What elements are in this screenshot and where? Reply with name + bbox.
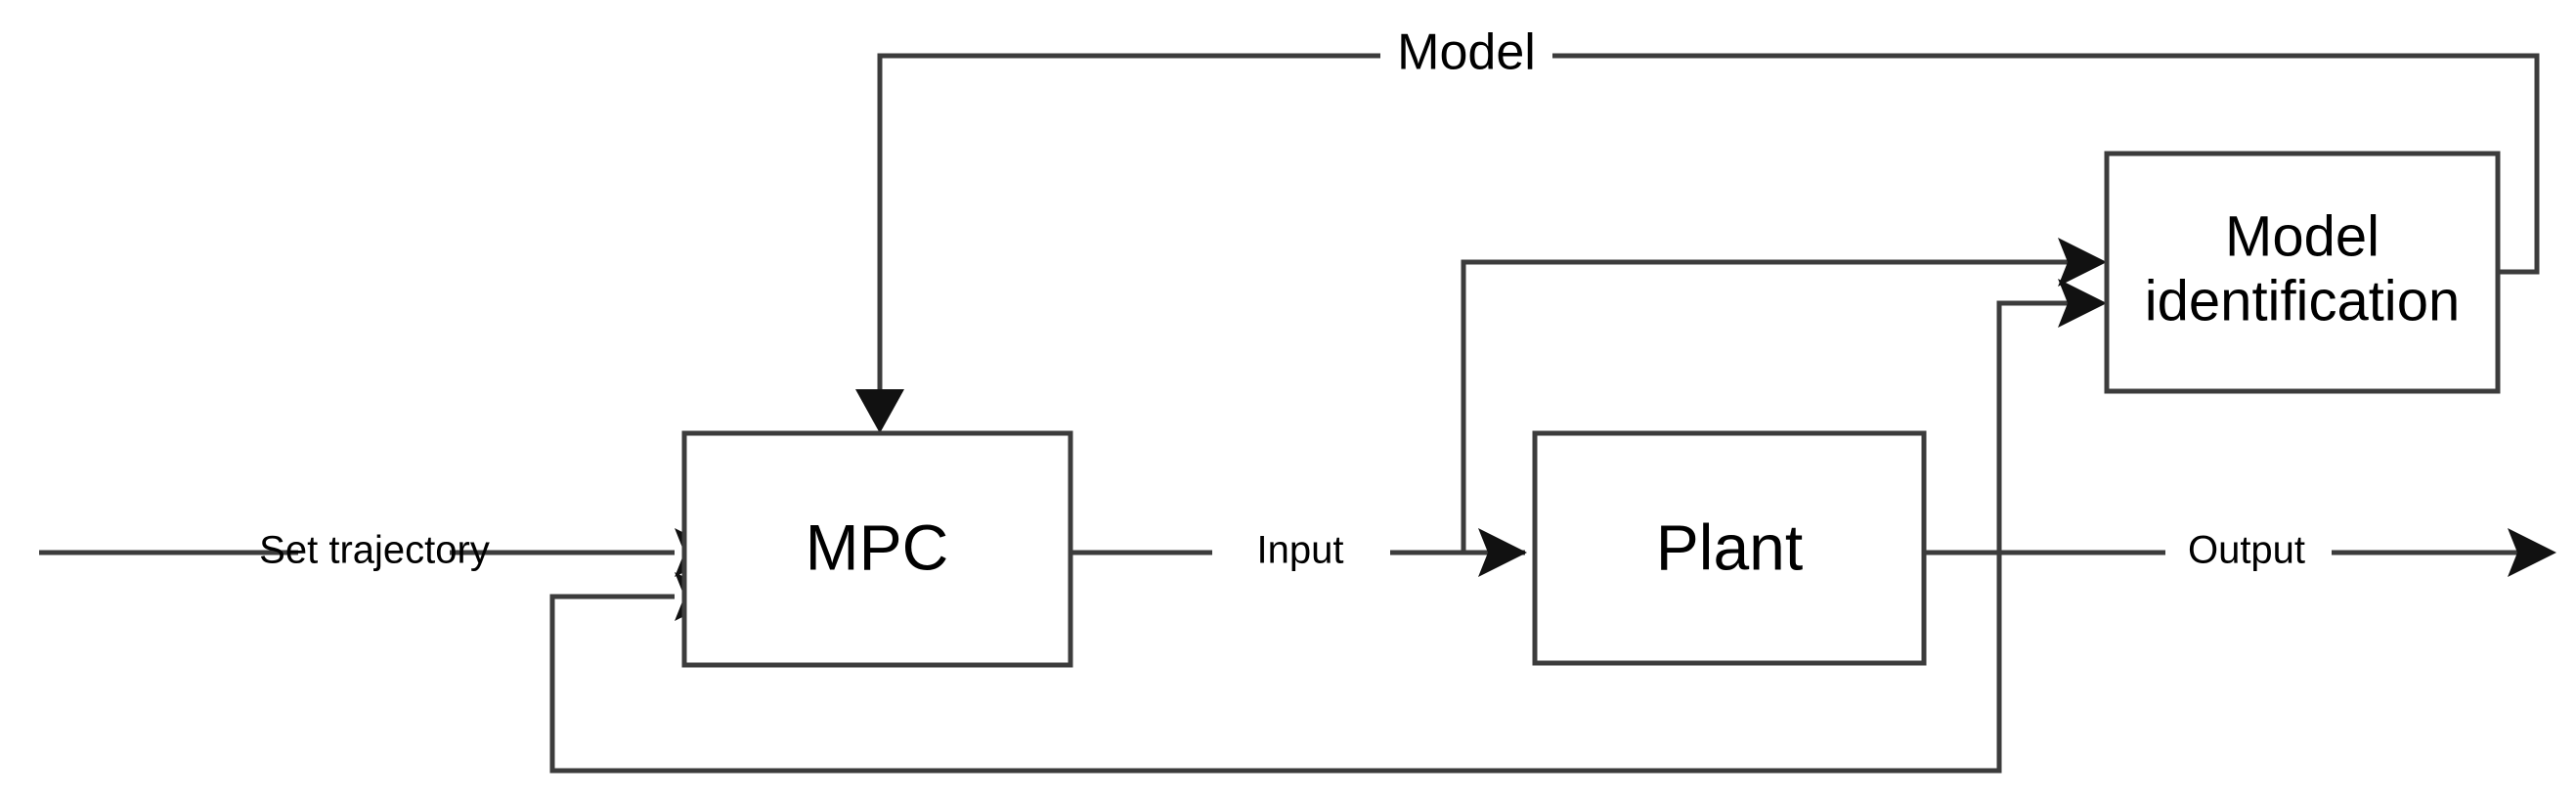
arrowhead-input-into-plant [1478, 528, 1527, 577]
block-plant-label: Plant [1656, 510, 1803, 583]
signal-label-model: Model [1397, 24, 1536, 81]
arrowhead-input-into-model-identification [2058, 238, 2107, 287]
block-model-identification-rect [2104, 151, 2501, 394]
block-model-identification-label-line2: identification [2145, 269, 2460, 333]
signal-label-set-trajectory: Set trajectory [259, 529, 490, 572]
signal-label-input: Input [1257, 529, 1344, 572]
wire-model-right-segment [1552, 53, 2540, 275]
wire-output-feedback-to-mpc [549, 553, 2002, 774]
block-mpc-rect [681, 430, 1073, 668]
wire-output-branch-to-model-identification [1996, 300, 2097, 553]
block-model-identification[interactable]: Model identification [2104, 151, 2501, 394]
wire-input-branch-to-model-identification [1461, 259, 2097, 553]
block-mpc[interactable]: MPC [681, 430, 1073, 668]
wire-model-left-segment-to-mpc [877, 53, 1380, 423]
arrowhead-model-into-mpc [855, 389, 904, 433]
block-mpc-label: MPC [806, 510, 949, 583]
block-model-identification-label-line1: Model [2225, 204, 2380, 268]
block-plant[interactable]: Plant [1532, 430, 1927, 666]
arrowhead-output-terminal [2508, 528, 2556, 577]
block-plant-rect [1532, 430, 1927, 666]
arrowhead-output-into-model-identification [2058, 279, 2107, 328]
signal-label-output: Output [2188, 529, 2305, 572]
